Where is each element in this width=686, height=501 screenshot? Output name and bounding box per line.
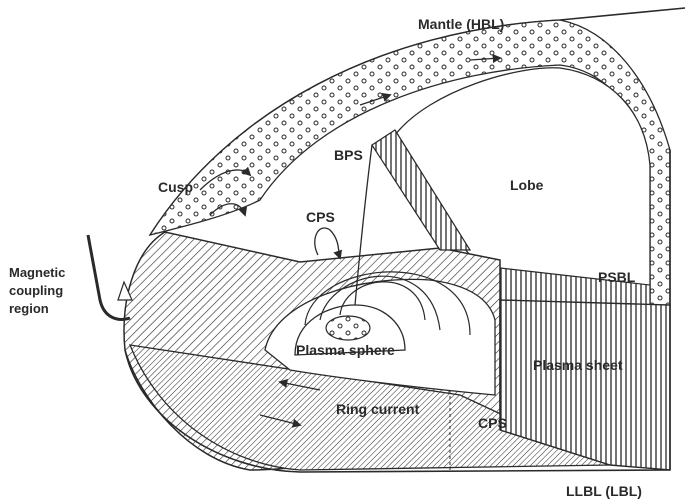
label-cps-lower: CPS [478, 415, 507, 431]
label-cps-upper: CPS [306, 209, 335, 225]
label-plasma-sheet: Plasma sheet [533, 357, 623, 373]
label-magnetic-coupling-line-3: region [9, 301, 49, 316]
cps-loop-arrow [315, 228, 340, 258]
earth-core [326, 316, 370, 340]
label-bps: BPS [334, 147, 363, 163]
magnetic-coupling-hook [88, 235, 130, 319]
label-plasma-sphere: Plasma sphere [296, 342, 395, 358]
label-mantle: Mantle (HBL) [418, 16, 504, 32]
label-cusp: Cusp [158, 179, 193, 195]
label-magnetic-coupling-line-1: Magnetic [9, 265, 65, 280]
label-psbl: PSBL [598, 269, 636, 285]
label-lobe: Lobe [510, 177, 544, 193]
label-magnetic-coupling-line-2: coupling [9, 283, 63, 298]
label-llbl: LLBL (LBL) [566, 483, 642, 499]
label-ring-current: Ring current [336, 401, 420, 417]
